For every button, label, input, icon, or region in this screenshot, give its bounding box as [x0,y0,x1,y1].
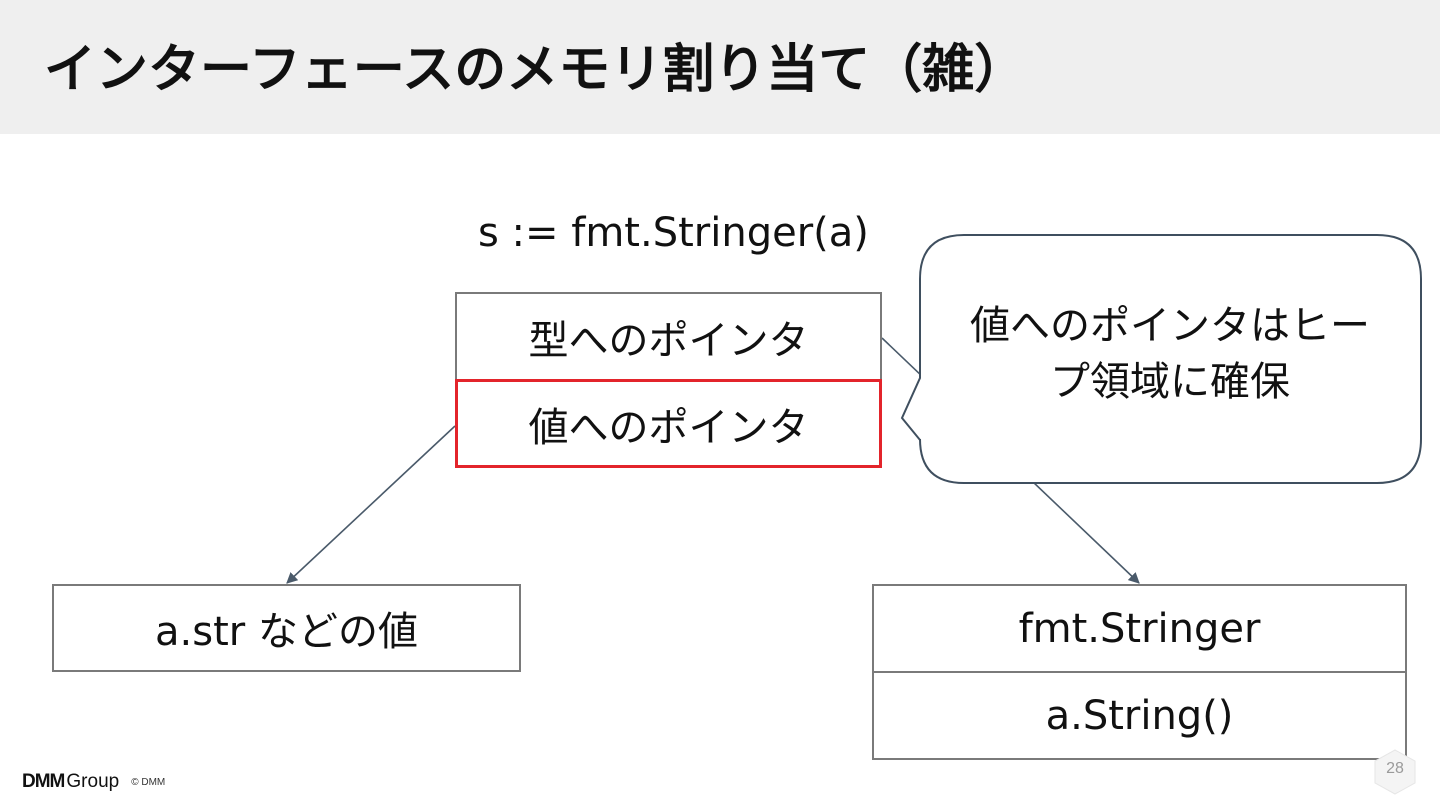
callout-bubble [900,234,1422,484]
copyright-text: © DMM [131,776,166,788]
value-box: a.str などの値 [52,584,521,672]
itab-method-label: a.String() [1045,692,1234,739]
callout-line-2: プ領域に確保 [1050,359,1290,405]
logo-group: Group [66,771,120,792]
itab-type-label: fmt.Stringer [1018,605,1261,652]
type-pointer-cell: 型へのポインタ [455,292,882,382]
itab-method-cell: a.String() [872,671,1407,760]
callout-text: 値へのポインタはヒー プ領域に確保 [930,298,1410,410]
logo-dmm: DMM [22,771,65,792]
value-pointer-label: 値へのポインタ [528,404,809,451]
page-number-hex-icon [1374,749,1416,795]
itab-type-cell: fmt.Stringer [872,584,1407,673]
type-pointer-label: 型へのポインタ [528,318,809,364]
arrow-to-value [286,425,456,584]
callout-line-1: 値へのポインタはヒー [970,303,1370,349]
code-statement: s := fmt.Stringer(a) [478,210,869,256]
value-pointer-cell: 値へのポインタ [455,379,882,468]
title-bar: インターフェースのメモリ割り当て（雑） [0,0,1440,134]
value-box-label: a.str などの値 [155,609,418,655]
slide-title: インターフェースのメモリ割り当て（雑） [44,40,1027,100]
footer-logo: DMM Group © DMM [22,770,165,794]
page-number: 28 [1386,760,1404,777]
